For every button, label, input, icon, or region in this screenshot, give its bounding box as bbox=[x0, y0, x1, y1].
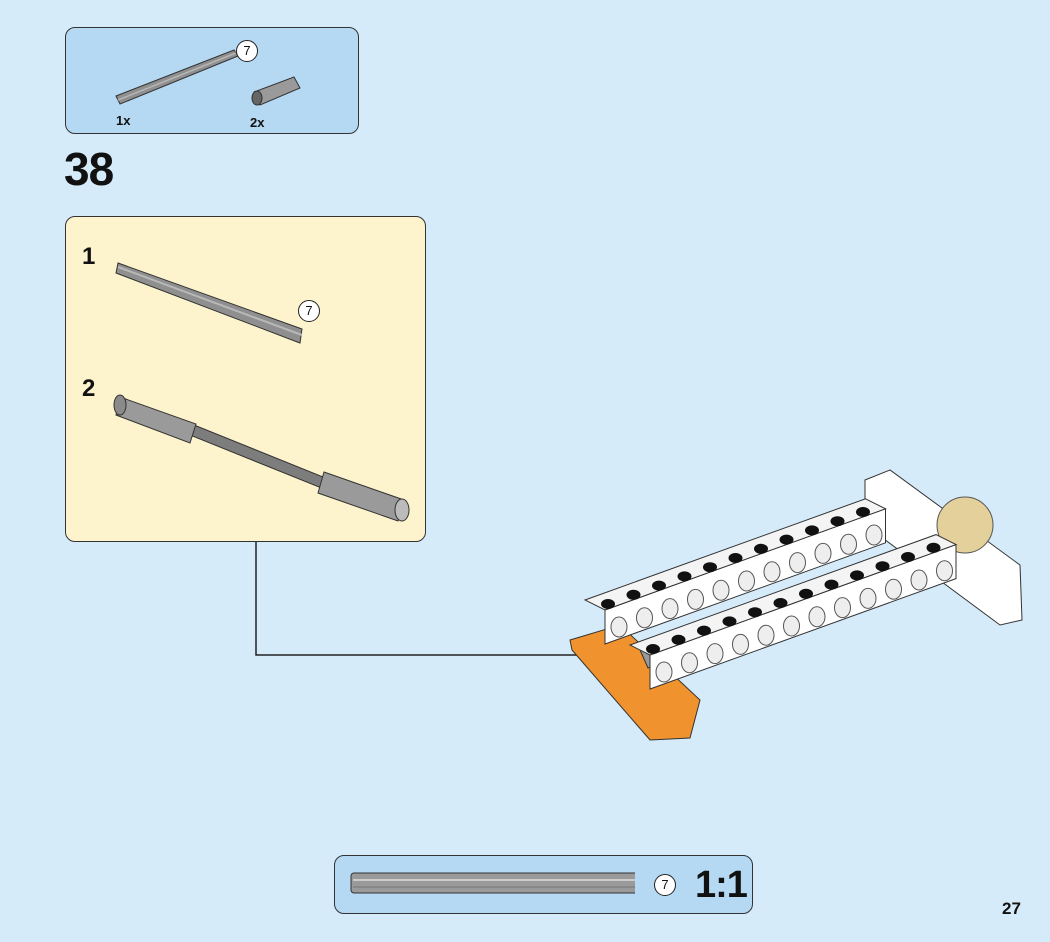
stud bbox=[748, 607, 762, 618]
stud bbox=[652, 580, 666, 591]
stud bbox=[601, 599, 615, 609]
stud bbox=[773, 598, 788, 608]
stud bbox=[728, 553, 743, 563]
pin-hole bbox=[655, 661, 673, 683]
stud bbox=[703, 562, 717, 573]
page-number: 27 bbox=[1002, 899, 1021, 918]
pin-hole bbox=[834, 597, 851, 619]
sub-step-number: 2 bbox=[82, 375, 96, 402]
pin-hole bbox=[706, 643, 724, 665]
scale-axle-icon bbox=[350, 872, 635, 894]
pin-hole bbox=[936, 560, 953, 582]
pin-hole bbox=[763, 561, 781, 583]
callout-arrow-icon bbox=[612, 646, 636, 664]
axle-with-connectors-icon bbox=[113, 394, 410, 522]
stud bbox=[856, 507, 870, 517]
front-beam-top bbox=[628, 534, 958, 656]
stud bbox=[805, 525, 819, 536]
gear-icon bbox=[936, 496, 994, 554]
front-beam bbox=[649, 543, 957, 690]
back-beam-top bbox=[583, 498, 887, 611]
stud bbox=[875, 561, 890, 572]
stud bbox=[677, 571, 692, 582]
stud bbox=[722, 616, 737, 627]
stud bbox=[646, 644, 660, 654]
axle-connector-icon bbox=[251, 76, 301, 106]
sub-assembly-illustration bbox=[113, 262, 410, 522]
stud bbox=[901, 552, 915, 562]
pin-hole bbox=[783, 615, 800, 637]
step-number: 38 bbox=[64, 143, 114, 195]
stud bbox=[671, 634, 686, 645]
stud bbox=[626, 589, 641, 600]
pin-hole bbox=[840, 533, 857, 555]
axle-length-badge: 7 bbox=[654, 874, 676, 896]
axle-length-badge: 7 bbox=[236, 40, 258, 62]
orange-plate bbox=[569, 624, 701, 741]
pin-hole bbox=[814, 542, 832, 564]
stud bbox=[799, 588, 813, 599]
pin-hole bbox=[808, 606, 826, 628]
axle-length-badge: 7 bbox=[298, 300, 320, 322]
pin-hole bbox=[910, 569, 928, 591]
pin-hole bbox=[636, 607, 653, 629]
cross-beam bbox=[864, 469, 1023, 626]
sub-step-number: 1 bbox=[82, 243, 96, 270]
pin-hole bbox=[687, 588, 704, 610]
pin-hole bbox=[865, 524, 883, 546]
sub-assembly-box: 1 2 7 bbox=[65, 216, 426, 542]
callout-line bbox=[255, 542, 620, 656]
stud bbox=[824, 579, 839, 590]
axle-icon bbox=[115, 262, 303, 344]
connector-quantity: 2x bbox=[250, 115, 265, 130]
pin-hole bbox=[712, 579, 730, 601]
axle bbox=[639, 544, 926, 669]
back-beam bbox=[604, 508, 886, 645]
pin-hole bbox=[738, 570, 755, 592]
axle-quantity: 1x bbox=[116, 113, 131, 128]
stud bbox=[830, 516, 845, 527]
stud bbox=[754, 543, 768, 554]
pin-hole bbox=[610, 616, 628, 638]
axle-icon bbox=[115, 49, 239, 105]
pin-hole bbox=[681, 652, 698, 674]
scale-check-box: 7 1:1 bbox=[334, 855, 753, 914]
pin-hole bbox=[757, 624, 775, 646]
scale-label: 1:1 bbox=[695, 864, 748, 906]
stud bbox=[926, 542, 941, 553]
parts-list-box: 7 1x 2x bbox=[65, 27, 359, 134]
pin-hole bbox=[789, 552, 806, 574]
parts-illustration bbox=[115, 49, 301, 106]
pin-hole bbox=[732, 633, 749, 655]
stud bbox=[697, 625, 711, 636]
pin-hole bbox=[859, 587, 877, 609]
stud bbox=[850, 570, 864, 581]
pin-hole bbox=[885, 578, 902, 600]
stud bbox=[779, 534, 794, 545]
pin-hole bbox=[661, 598, 679, 620]
